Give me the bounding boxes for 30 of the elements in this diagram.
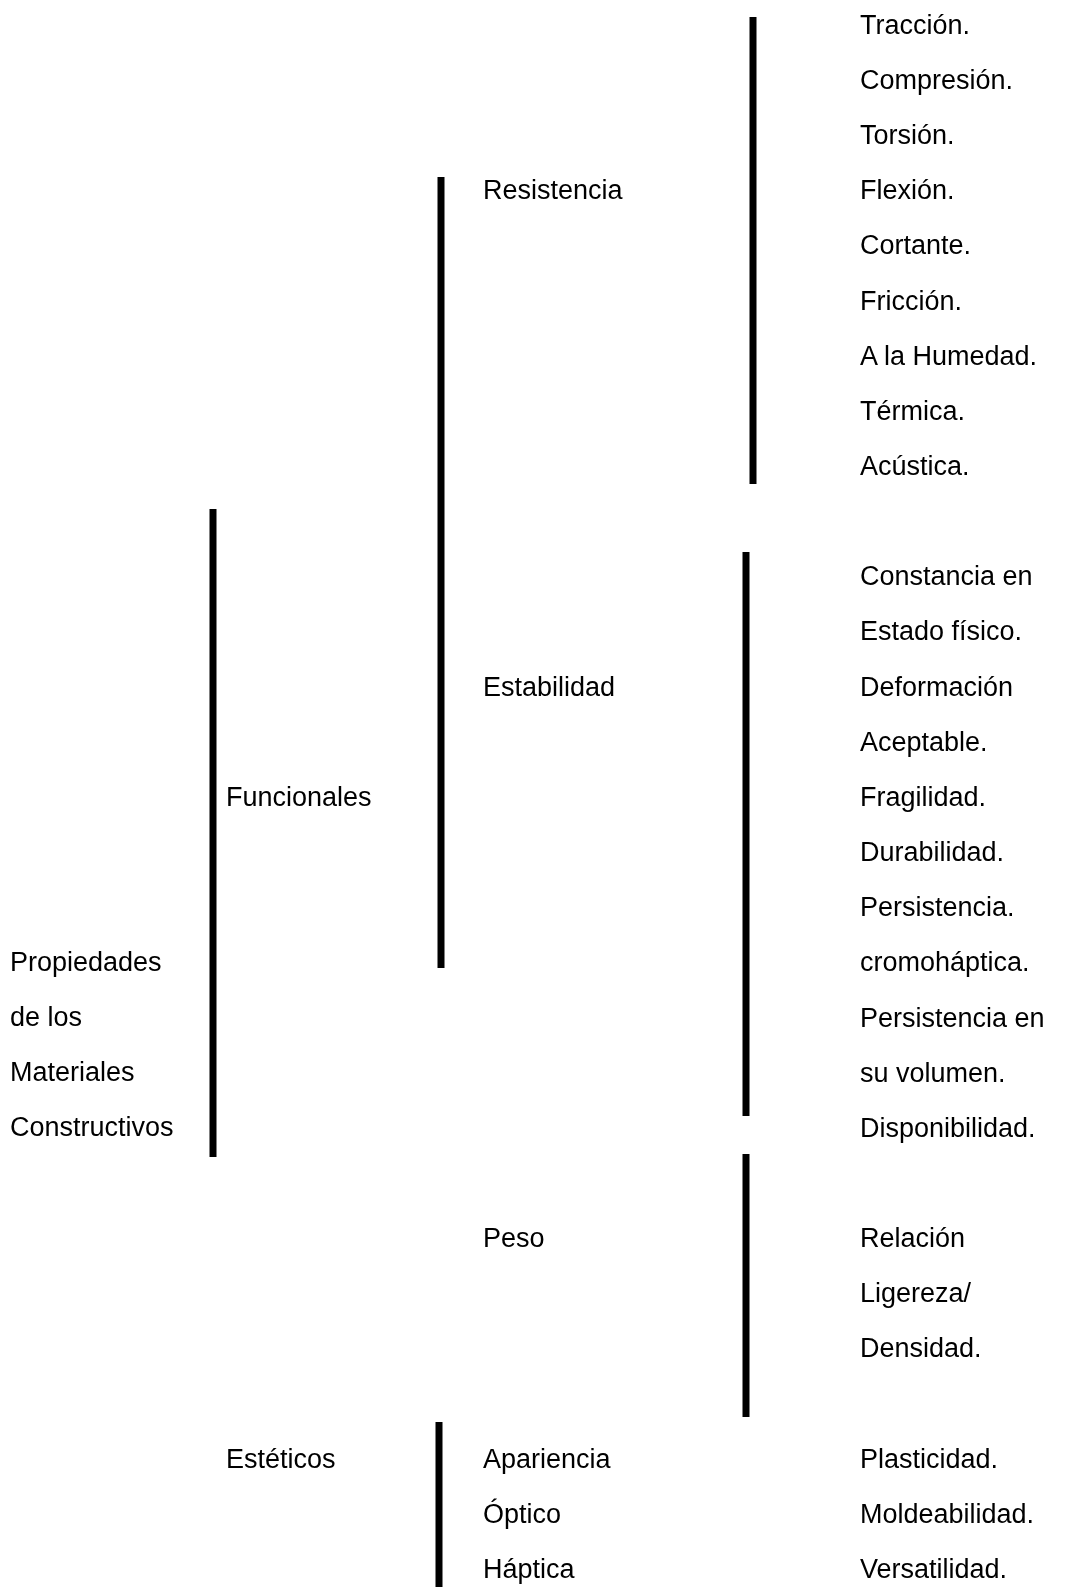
property-label: Torsión. [860, 119, 956, 153]
property-label: Plasticidad. [860, 1442, 1000, 1476]
property-label: Durabilidad. [860, 836, 1006, 870]
property-label: Relación Ligereza/ Densidad. [860, 1222, 983, 1366]
property-label: A la Humedad. [860, 339, 1039, 373]
category-label: Resistencia [483, 174, 624, 208]
property-label: Moldeabilidad. [860, 1497, 1036, 1531]
category-label: Funcionales [226, 780, 373, 814]
property-label: Cortante. [860, 229, 973, 263]
property-label: Fragilidad. [860, 780, 988, 814]
property-label: Deformación Aceptable. [860, 670, 1015, 759]
root-label: Propiedades de los Materiales Constructivos [10, 946, 175, 1145]
property-label: cromoháptica. [860, 946, 1031, 980]
property-label: Disponibilidad. [860, 1111, 1037, 1145]
property-label: Compresión. [860, 63, 1015, 97]
category-label: Óptico [483, 1497, 563, 1531]
category-label: Estabilidad [483, 670, 617, 704]
category-label: Háptica [483, 1553, 576, 1586]
property-label: Térmica. [860, 394, 966, 428]
property-label: Acústica. [860, 450, 971, 483]
category-label: Estéticos [226, 1442, 337, 1476]
property-label: Fricción. [860, 284, 963, 318]
property-label: Persistencia. [860, 891, 1016, 925]
property-label: Versatilidad. [860, 1553, 1009, 1586]
category-label: Apariencia [483, 1442, 612, 1476]
category-label: Peso [483, 1222, 546, 1256]
property-label: Flexión. [860, 174, 956, 208]
property-label: Tracción. [860, 8, 972, 42]
property-label: Constancia en Estado físico. [860, 560, 1034, 649]
property-label: Persistencia en su volumen. [860, 1001, 1046, 1090]
